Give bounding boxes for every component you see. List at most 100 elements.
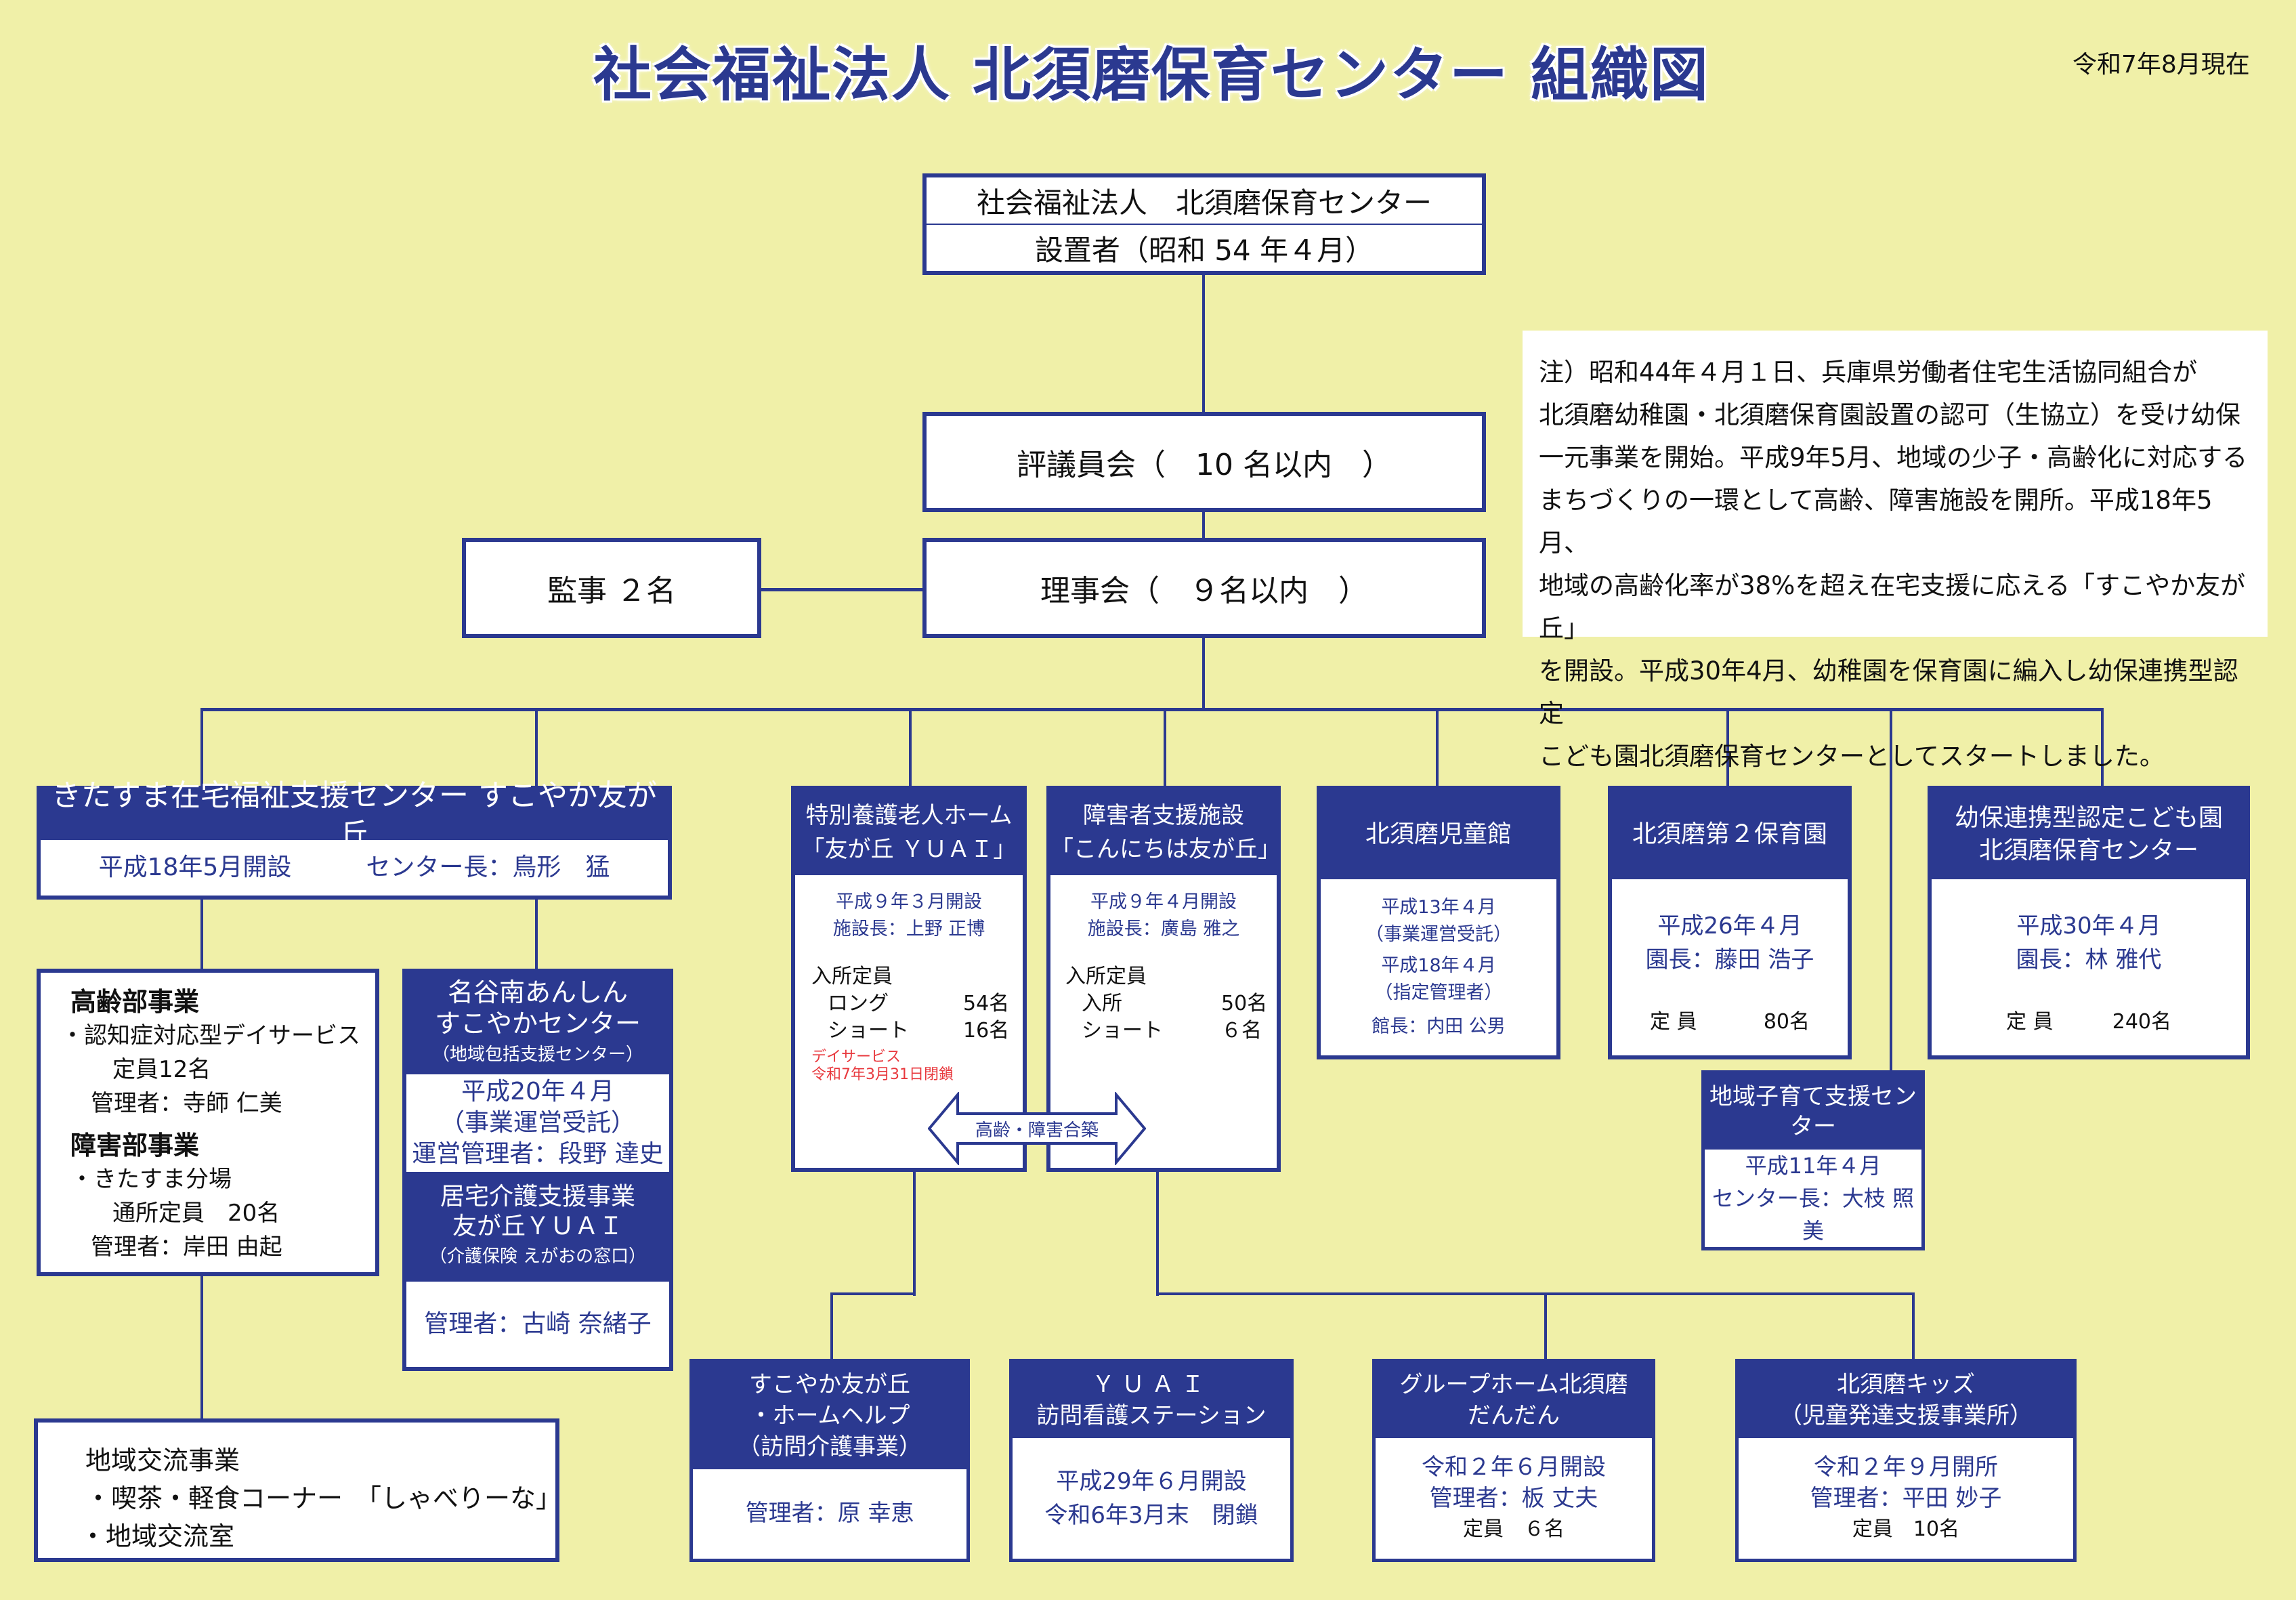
shogai-res-value: 50名 (1221, 992, 1268, 1015)
kitasuma-center-title: きたすま在宅福祉支援センター すこやか友が丘 (51, 778, 657, 851)
homehelp-title-1: すこやか友が丘 (749, 1371, 910, 1398)
drop-7 (1890, 708, 1892, 1074)
jidokan-director: 館長：内田 公男 (1372, 1016, 1506, 1037)
note-line: 注）昭和44年４月１日、兵庫県労働者住宅生活協同組合が (1539, 358, 2198, 387)
jidokan-box: 北須磨児童館 平成13年４月 （事業運営受託） 平成18年４月 （指定管理者） … (1317, 786, 1560, 1059)
shogai-title-2: 「こんにちは友が丘」 (1050, 836, 1281, 863)
note-line: を開設。平成30年4月、幼稚園を保育園に編入し幼保連携型認定 (1539, 656, 2238, 728)
kodomoen-cap-label: 定 員 (2006, 1010, 2054, 1034)
elderly-item: ・認知症対応型デイサービス (61, 1022, 360, 1049)
tokuyou-cap-heading: 入所定員 (811, 965, 893, 988)
kango-box: ＹＵＡＩ 訪問看護ステーション 平成29年６月開設 令和6年3月末 閉鎖 (1009, 1359, 1294, 1562)
disability-item: ・きたすま分場 (70, 1166, 232, 1193)
kango-opened: 平成29年６月開設 (1056, 1468, 1247, 1495)
grouphome-box: グループホーム北須磨 だんだん 令和２年６月開設 管理者：板 丈夫 定員 ６名 (1372, 1359, 1655, 1562)
community-item-room: ・地域交流室 (80, 1521, 235, 1551)
page-title: 社会福祉法人 北須磨保育センター 組織図 (593, 41, 1709, 109)
drop-8 (2101, 708, 2104, 795)
tokuyou-title-1: 特別養護老人ホーム (805, 802, 1013, 829)
connector-tokuyou-homehelp-v1 (913, 1171, 916, 1296)
tokuyou-long-value: 54名 (963, 992, 1010, 1015)
care-title-2: 友が丘ＹＵＡＩ (452, 1213, 623, 1240)
anshin-title-3: （地域包括支援センター） (431, 1045, 643, 1065)
board-box: 理事会（ ９名以内 ） (922, 538, 1486, 638)
connector-board-down (1202, 637, 1205, 710)
kodomoen-date: 平成30年４月 (2016, 912, 2161, 940)
jidokan-title: 北須磨児童館 (1365, 820, 1512, 848)
tokuyou-closed-1: デイサービス (811, 1049, 901, 1066)
tokuyou-director: 施設長：上野 正博 (832, 919, 985, 940)
jidokan-note-2: （指定管理者） (1374, 982, 1503, 1003)
kitasuma-center-header: きたすま在宅福祉支援センター すこやか友が丘 (41, 778, 668, 851)
tokuyou-title-2: 「友が丘 ＹＵＡＩ」 (801, 836, 1017, 863)
drop-3 (909, 708, 912, 795)
kids-box: 北須磨キッズ （児童発達支援事業所） 令和２年９月開所 管理者：平田 妙子 定員… (1735, 1359, 2077, 1562)
hoikuen2-cap-label: 定 員 (1650, 1010, 1697, 1034)
tokuyou-short-label: ショート (828, 1019, 909, 1043)
as-of-date: 令和7年8月現在 (2072, 51, 2250, 79)
homehelp-box: すこやか友が丘 ・ホームヘルプ （訪問介護事業） 管理者：原 幸恵 (689, 1359, 970, 1562)
tokuyou-opened: 平成９年３月開設 (836, 891, 982, 912)
hoikuen2-director: 園長：藤田 浩子 (1645, 946, 1814, 973)
kitasuma-center-box: きたすま在宅福祉支援センター すこやか友が丘 平成18年5月開設 センター長：鳥… (37, 778, 672, 900)
kodomoen-title-2: 北須磨保育センター (1978, 837, 2198, 864)
note-line: 地域の高齢化率が38%を超え在宅支援に応える「すこやか友が丘」 (1539, 571, 2246, 643)
grouphome-capacity: 定員 ６名 (1463, 1517, 1565, 1541)
community-item-cafe: ・喫茶・軽食コーナー 「しゃべりーな」 (85, 1483, 562, 1513)
note-line: 北須磨幼稚園・北須磨保育園設置の認可（生協立）を受け幼保 (1539, 400, 2240, 429)
drop-2 (535, 708, 538, 788)
elderly-manager: 管理者：寺師 仁美 (91, 1090, 282, 1117)
grouphome-manager: 管理者：板 丈夫 (1429, 1485, 1598, 1512)
kids-opened: 令和２年９月開所 (1814, 1454, 1998, 1481)
tokuyou-short-value: 16名 (963, 1019, 1010, 1043)
councilors-label: 評議員会（ 10 名以内 ） (1017, 448, 1392, 482)
note-line: 一元事業を開始。平成9年5月、地域の少子・高齢化に対応する (1539, 443, 2248, 472)
founder-box: 社会福祉法人 北須磨保育センター 設置者（昭和 54 年４月） (922, 173, 1486, 275)
note-line: こども園北須磨保育センターとしてスタートしました。 (1539, 742, 2165, 771)
connector-auditor-board (759, 588, 924, 591)
joint-building-label: 高齢・障害合築 (975, 1120, 1099, 1141)
hoikuen2-date: 平成26年４月 (1657, 912, 1802, 940)
hoikuen2-cap-value: 80名 (1763, 1010, 1810, 1034)
disability-manager: 管理者：岸田 由起 (91, 1234, 282, 1261)
connector-shogai-down (1156, 1171, 1159, 1296)
double-arrow-icon (928, 1092, 1146, 1165)
kodomoen-director: 園長：林 雅代 (2016, 946, 2162, 973)
history-note: 注）昭和44年４月１日、兵庫県労働者住宅生活協同組合が 北須磨幼稚園・北須磨保育… (1523, 331, 2268, 771)
drop-4 (1164, 708, 1166, 795)
auditors-label: 監事 ２名 (547, 574, 676, 608)
joint-building-arrow: 高齢・障害合築 (928, 1092, 1146, 1165)
disability-heading: 障害部事業 (70, 1131, 200, 1160)
shogai-director: 施設長：廣島 雅之 (1087, 919, 1240, 940)
care-title-3: （介護保険 えがおの窓口） (429, 1246, 647, 1267)
jidokan-note-1: （事業運営受託） (1365, 924, 1512, 945)
hoikuen2-box: 北須磨第２保育園 平成26年４月 園長：藤田 浩子 定 員 80名 (1608, 786, 1852, 1059)
connector-founder-council (1202, 274, 1205, 413)
councilors-box: 評議員会（ 10 名以内 ） (922, 412, 1486, 512)
anshin-title-2: すこやかセンター (434, 1009, 641, 1038)
drop-dept-to-community (200, 1273, 203, 1419)
connector-tokuyou-homehelp-v2 (830, 1292, 833, 1360)
tokuyou-box: 特別養護老人ホーム 「友が丘 ＹＵＡＩ」 平成９年３月開設 施設長：上野 正博 … (791, 786, 1027, 1172)
drop-6 (1726, 708, 1729, 795)
anshin-title-1: 名谷南あんしん (447, 977, 628, 1007)
jidokan-date-2: 平成18年４月 (1381, 955, 1496, 976)
auditors-box: 監事 ２名 (462, 538, 761, 638)
drop-1 (200, 708, 203, 788)
board-label: 理事会（ ９名以内 ） (1040, 574, 1368, 608)
drop-center-to-anshin (535, 898, 538, 972)
shogai-res-label: 入所 (1082, 992, 1122, 1015)
departments-box: 高齢部事業 ・認知症対応型デイサービス 定員12名 管理者：寺師 仁美 障害部事… (37, 969, 379, 1276)
kosodate-date: 平成11年４月 (1745, 1153, 1882, 1179)
care-title-1: 居宅介護支援事業 (440, 1183, 635, 1210)
homehelp-title-3: （訪問介護事業） (738, 1433, 922, 1460)
shogai-short-label: ショート (1082, 1019, 1163, 1043)
founder-name: 社会福祉法人 北須磨保育センター (927, 177, 1482, 225)
kosodate-director: センター長：大枝 照美 (1712, 1185, 1915, 1244)
kitasuma-center-opened: 平成18年5月開設 (98, 853, 292, 881)
kitasuma-center-director: センター長：鳥形 猛 (366, 853, 610, 881)
kodomoen-title-1: 幼保連携型認定こども園 (1954, 804, 2223, 832)
shogai-title-1: 障害者支援施設 (1083, 802, 1244, 829)
community-box: 地域交流事業 ・喫茶・軽食コーナー 「しゃべりーな」 ・地域交流室 (34, 1418, 562, 1562)
disability-capacity: 通所定員 20名 (112, 1200, 280, 1227)
